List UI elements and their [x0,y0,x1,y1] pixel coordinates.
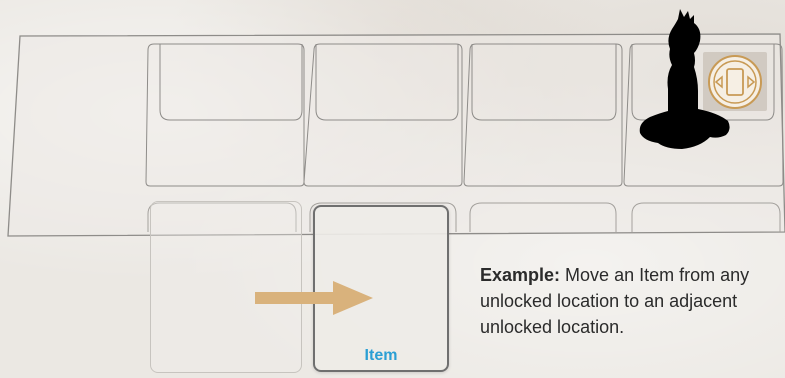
example-caption: Example: Move an Item from any unlocked … [480,262,780,340]
meeple-figure-icon [636,5,736,155]
right-arrow-icon [255,281,375,317]
example-label: Example: [480,265,560,285]
item-card-label: Item [315,347,447,365]
